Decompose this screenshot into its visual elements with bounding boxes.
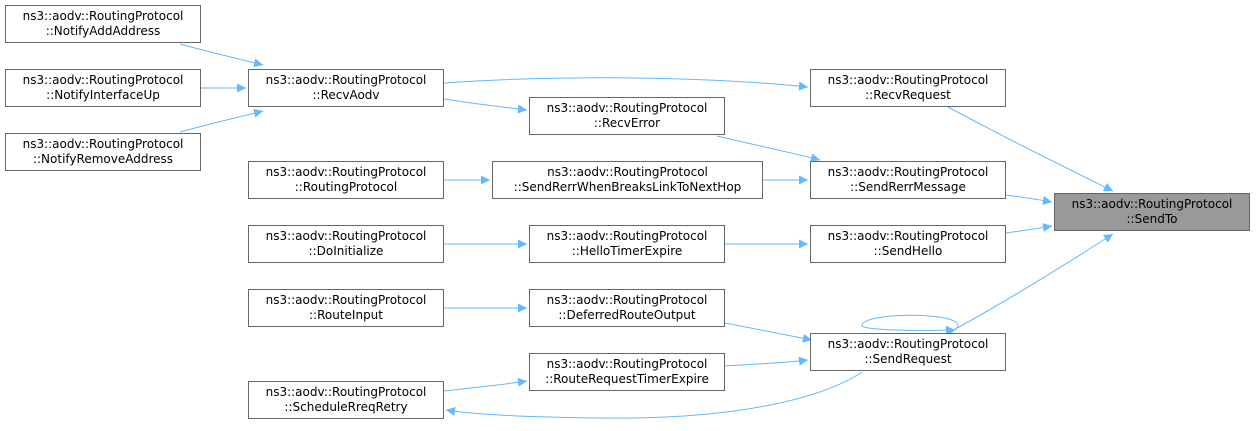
node-label-line2: ::NotifyRemoveAddress (32, 152, 174, 166)
node-routing-protocol[interactable]: ns3::aodv::RoutingProtocol::RoutingProto… (248, 161, 444, 199)
node-label-line2: ::DoInitialize (308, 244, 384, 258)
node-label-line1: ns3::aodv::RoutingProtocol (265, 385, 427, 399)
node-label-line1: ns3::aodv::RoutingProtocol (22, 73, 184, 87)
node-notify-interface-up[interactable]: ns3::aodv::RoutingProtocol::NotifyInterf… (5, 69, 201, 107)
node-label-line2: ::SendTo (1126, 212, 1178, 226)
node-label-line2: ::SendHello (873, 244, 943, 258)
node-recv-request[interactable]: ns3::aodv::RoutingProtocol::RecvRequest (810, 69, 1006, 107)
node-label-line1: ns3::aodv::RoutingProtocol (22, 9, 184, 23)
edge-send-request-to-send-to (947, 233, 1114, 334)
node-label-line2: ::SendRequest (864, 352, 952, 366)
node-label-line2: ::RecvRequest (865, 88, 951, 102)
node-send-to: ns3::aodv::RoutingProtocol::SendTo (1054, 193, 1250, 231)
node-label-line2: ::RecvError (593, 116, 661, 130)
node-label-line2: ::RoutingProtocol (294, 180, 398, 194)
node-label-line1: ns3::aodv::RoutingProtocol (827, 229, 989, 243)
edge-recv-request-to-send-to (947, 106, 1114, 192)
node-send-rerr-when-breaks[interactable]: ns3::aodv::RoutingProtocol::SendRerrWhen… (492, 161, 763, 199)
node-label-line2: ::SendRerrWhenBreaksLinkToNextHop (513, 180, 742, 194)
edge-send-rerr-message-to-send-to (1005, 194, 1053, 205)
node-send-hello[interactable]: ns3::aodv::RoutingProtocol::SendHello (810, 225, 1006, 263)
node-label-line1: ns3::aodv::RoutingProtocol (22, 137, 184, 151)
edge-schedule-rreq-retry-to-route-request-timer-expire (443, 377, 528, 392)
node-route-input[interactable]: ns3::aodv::RoutingProtocol::RouteInput (248, 289, 444, 327)
node-label-line2: ::NotifyAddAddress (45, 24, 161, 38)
node-do-initialize[interactable]: ns3::aodv::RoutingProtocol::DoInitialize (248, 225, 444, 263)
node-label-line2: ::DeferredRouteOutput (558, 308, 696, 322)
node-label-line2: ::RecvAodv (312, 88, 380, 102)
node-label-line2: ::ScheduleRreqRetry (284, 400, 408, 414)
node-notify-add-address[interactable]: ns3::aodv::RoutingProtocol::NotifyAddAdd… (5, 5, 201, 43)
node-recv-error[interactable]: ns3::aodv::RoutingProtocol::RecvError (529, 97, 725, 135)
node-recv-aodv[interactable]: ns3::aodv::RoutingProtocol::RecvAodv (248, 69, 444, 107)
node-label-line1: ns3::aodv::RoutingProtocol (265, 73, 427, 87)
node-send-rerr-message[interactable]: ns3::aodv::RoutingProtocol::SendRerrMess… (810, 161, 1006, 199)
node-label-line1: ns3::aodv::RoutingProtocol (265, 293, 427, 307)
node-label-line2: ::NotifyInterfaceUp (46, 88, 160, 102)
edge-notify-add-address-to-recv-aodv (179, 43, 264, 68)
edge-recv-error-to-send-rerr-message (716, 135, 821, 163)
node-label-line1: ns3::aodv::RoutingProtocol (546, 293, 708, 307)
node-label-line1: ns3::aodv::RoutingProtocol (546, 357, 708, 371)
node-label-line1: ns3::aodv::RoutingProtocol (547, 165, 708, 179)
node-send-request[interactable]: ns3::aodv::RoutingProtocol::SendRequest (810, 333, 1006, 371)
edge-deferred-route-output-to-send-request (724, 322, 813, 343)
node-label-line1: ns3::aodv::RoutingProtocol (265, 165, 427, 179)
node-label-line2: ::SendRerrMessage (850, 180, 966, 194)
node-route-request-timer-expire[interactable]: ns3::aodv::RoutingProtocol::RouteRequest… (529, 353, 725, 391)
node-label-line2: ::RouteInput (309, 308, 383, 322)
node-label-line1: ns3::aodv::RoutingProtocol (1071, 197, 1233, 211)
node-label-line1: ns3::aodv::RoutingProtocol (546, 229, 708, 243)
edge-send-request-to-send-request (861, 314, 959, 335)
node-label-line1: ns3::aodv::RoutingProtocol (827, 165, 989, 179)
edge-recv-aodv-to-recv-error (443, 98, 528, 114)
node-deferred-route-output[interactable]: ns3::aodv::RoutingProtocol::DeferredRout… (529, 289, 725, 327)
node-label-line1: ns3::aodv::RoutingProtocol (546, 101, 708, 115)
edge-send-hello-to-send-to (1005, 223, 1053, 234)
node-label-line2: ::RouteRequestTimerExpire (545, 372, 709, 386)
node-label-line1: ns3::aodv::RoutingProtocol (827, 337, 989, 351)
node-label-line1: ns3::aodv::RoutingProtocol (265, 229, 427, 243)
node-hello-timer-expire[interactable]: ns3::aodv::RoutingProtocol::HelloTimerEx… (529, 225, 725, 263)
edge-route-request-timer-expire-to-send-request (724, 356, 809, 367)
node-schedule-rreq-retry[interactable]: ns3::aodv::RoutingProtocol::ScheduleRreq… (248, 381, 444, 419)
edge-recv-aodv-to-recv-request (443, 77, 809, 91)
node-label-line2: ::HelloTimerExpire (571, 244, 683, 258)
node-notify-remove-address[interactable]: ns3::aodv::RoutingProtocol::NotifyRemove… (5, 133, 201, 171)
edge-send-request-to-schedule-rreq-retry (445, 371, 863, 419)
node-label-line1: ns3::aodv::RoutingProtocol (827, 73, 989, 87)
edge-notify-remove-address-to-recv-aodv (179, 108, 264, 133)
